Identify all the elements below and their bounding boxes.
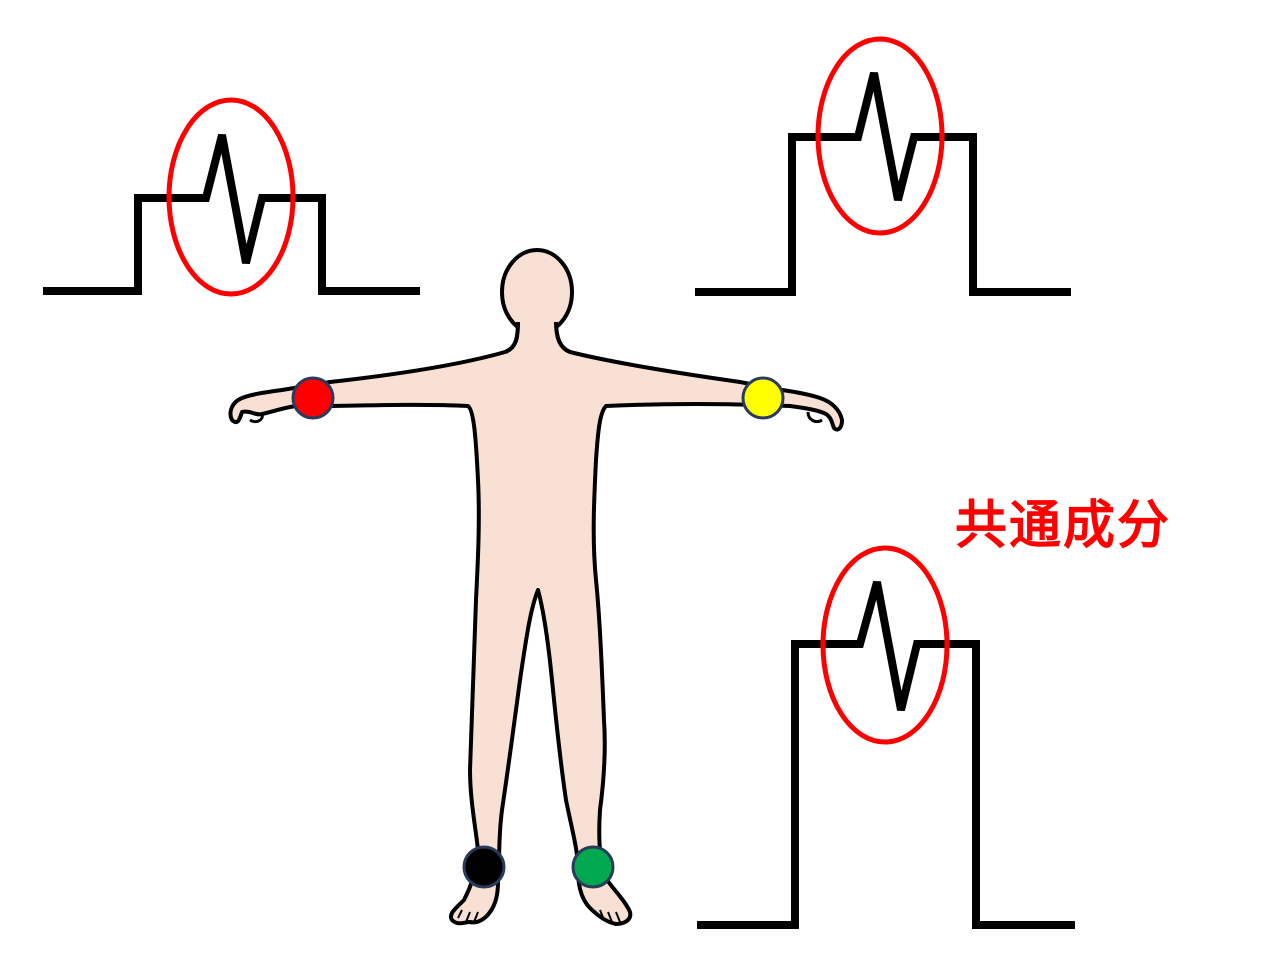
- right-hand-thumb: [249, 413, 264, 424]
- left-arm-electrode: [741, 376, 785, 420]
- right-foot-toes: [457, 909, 479, 923]
- right-leg-electrode: [462, 845, 506, 889]
- common-component-label: 共通成分: [955, 496, 1172, 556]
- figure-neck: [518, 318, 556, 336]
- waveform-trace: [43, 134, 420, 295]
- common-component-highlight: [815, 36, 945, 236]
- common-component-highlight: [820, 545, 950, 745]
- left-hand-thumb: [806, 411, 823, 424]
- left-leg-electrode: [571, 845, 615, 889]
- common-component-highlight: [166, 97, 296, 297]
- figure-neck-line: [504, 321, 571, 354]
- waveform-bottom-right: [697, 545, 1075, 929]
- waveform-trace: [695, 72, 1071, 296]
- waveform-trace: [697, 580, 1075, 929]
- waveform-top-right: [695, 36, 1071, 296]
- left-foot-toes: [599, 909, 621, 923]
- electrodes: [291, 376, 785, 889]
- right-arm-electrode: [291, 376, 335, 420]
- human-figure: [228, 248, 844, 926]
- waveform-top-left: [43, 97, 420, 297]
